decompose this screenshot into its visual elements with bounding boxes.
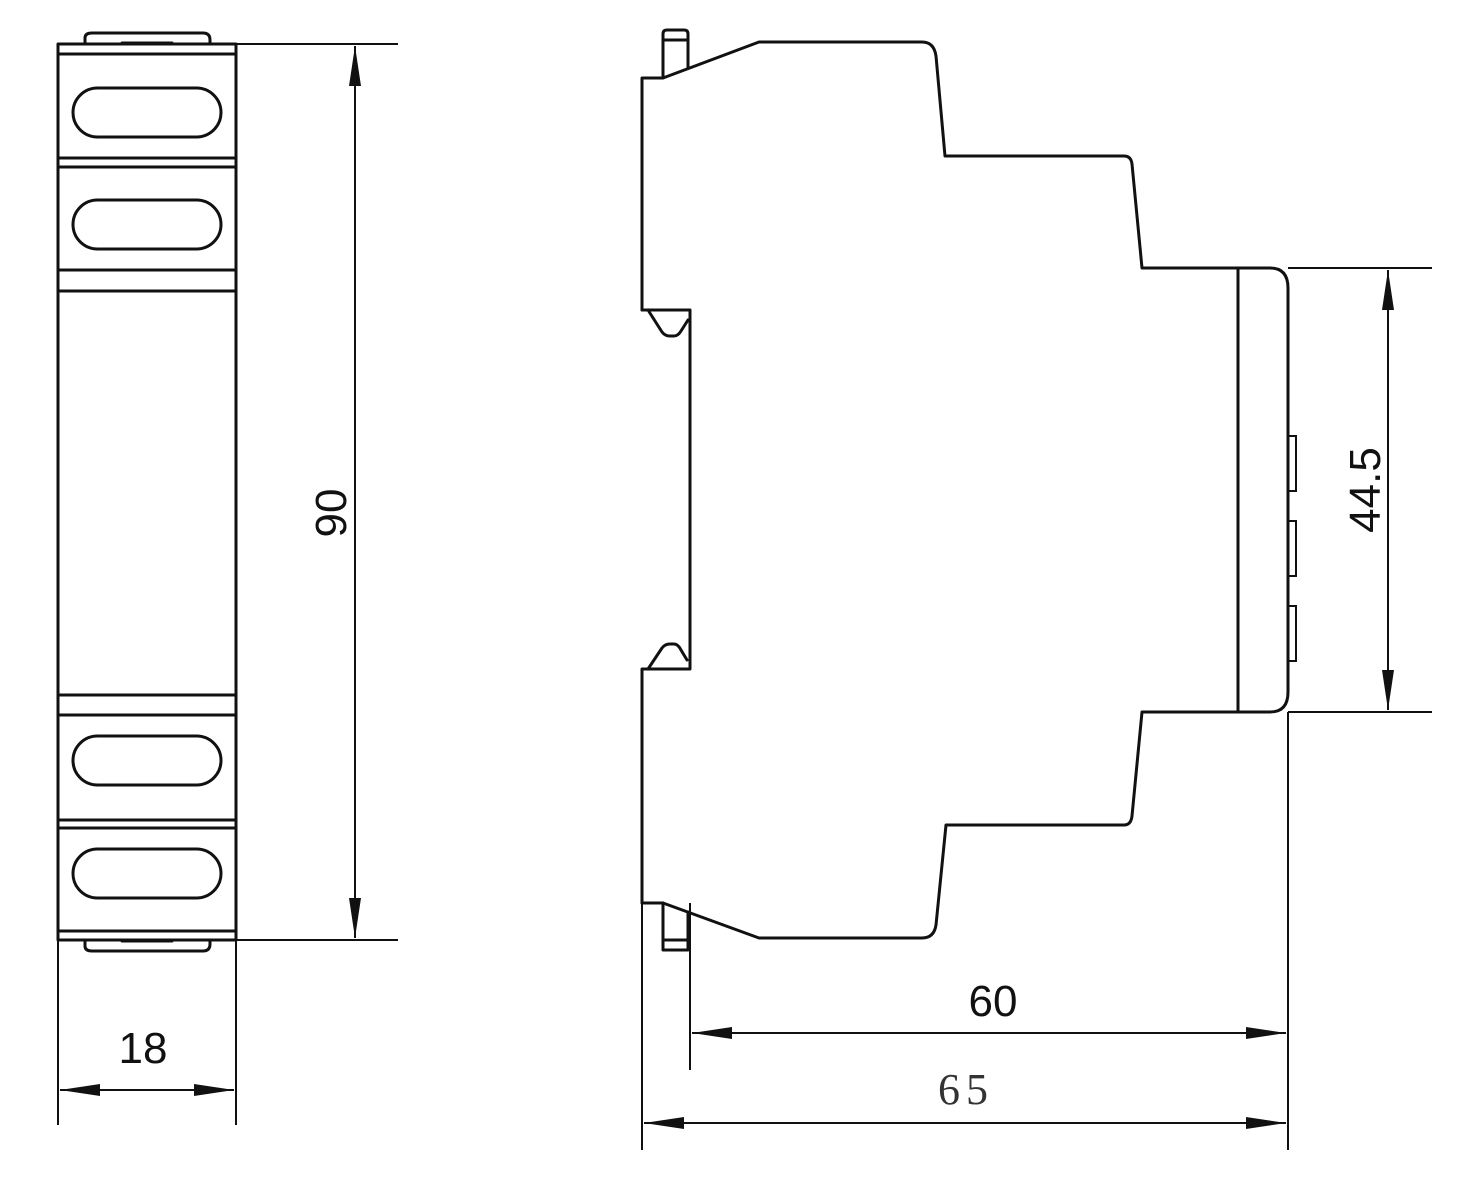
front-button (1287, 605, 1297, 662)
bottom-clip (83, 938, 212, 953)
front-view: 90 18 (56, 31, 398, 1125)
width-dimension-label: 18 (119, 1024, 168, 1073)
terminal-slot (71, 734, 223, 787)
band-lines (56, 52, 238, 933)
terminal-slot (71, 198, 223, 251)
body-depth-dimension-label: 60 (969, 977, 1018, 1026)
upper-rail-hook (646, 308, 690, 338)
bottom-latch (661, 901, 690, 952)
lower-rail-hook (646, 642, 689, 671)
height-dimension-label: 90 (307, 489, 356, 538)
front-button (1287, 520, 1297, 577)
side-view: 44.5 60 65 (640, 28, 1432, 1150)
din-rail-groove (640, 308, 692, 905)
top-latch (661, 28, 690, 80)
terminal-slot (71, 86, 223, 139)
top-clip (83, 31, 212, 46)
housing-outline (640, 40, 1240, 940)
front-plate (1236, 266, 1290, 714)
module-body (56, 42, 238, 942)
plate-height-dimension-label: 44.5 (1341, 447, 1390, 533)
terminal-slot (71, 847, 223, 900)
front-button (1287, 435, 1297, 492)
total-depth-dimension-label: 65 (938, 1065, 994, 1114)
